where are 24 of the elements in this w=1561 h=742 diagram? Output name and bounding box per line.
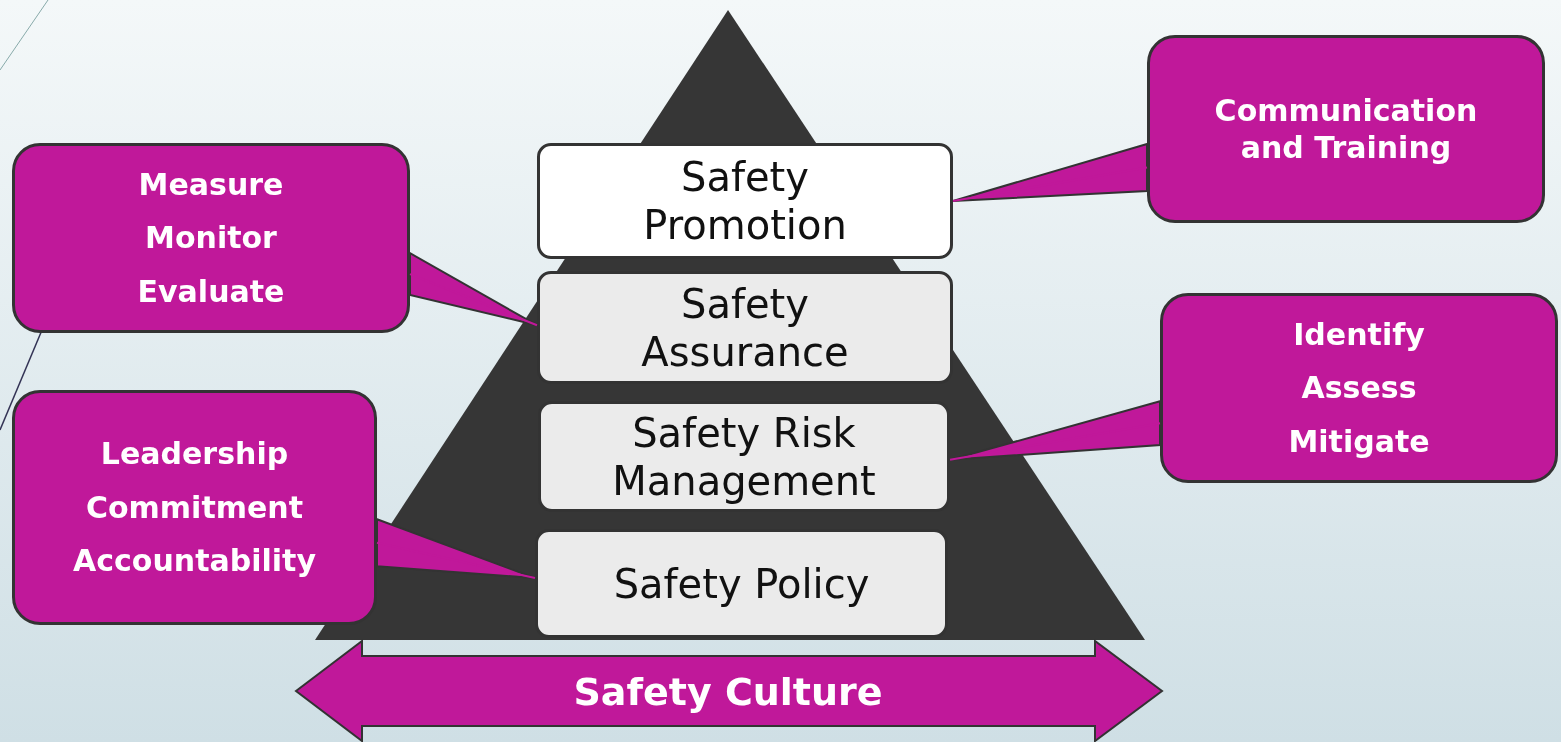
callout-bubble xyxy=(1160,293,1558,483)
callout-tail xyxy=(952,142,1148,202)
callout-tail xyxy=(409,251,538,327)
callout-text: Identify xyxy=(1293,315,1425,354)
tier-box: Safety Assurance xyxy=(537,271,953,384)
band-label: Safety Culture xyxy=(573,670,883,714)
callout-text: Monitor xyxy=(145,219,277,257)
callout-bubble xyxy=(1147,35,1545,223)
tier-box: Safety Risk Management xyxy=(538,401,950,512)
callout-text: Assess xyxy=(1301,369,1417,407)
tier-box: Safety Promotion xyxy=(537,143,953,259)
callout-text: Accountability xyxy=(73,542,316,580)
callout-tail xyxy=(949,400,1161,461)
callout-text: Leadership xyxy=(100,435,289,473)
tier-box: Safety Policy xyxy=(535,529,948,638)
double-arrow xyxy=(294,639,1164,742)
callout-text: Mitigate xyxy=(1288,422,1430,461)
callout-text: Evaluate xyxy=(137,272,285,311)
callout-bubble xyxy=(12,143,410,333)
callout-bubble xyxy=(12,390,377,625)
callout-tail xyxy=(376,517,536,580)
callout-text: Measure xyxy=(138,165,284,204)
callout-text: Communication and Training xyxy=(1213,91,1479,167)
callout-text: Commitment xyxy=(85,488,304,527)
